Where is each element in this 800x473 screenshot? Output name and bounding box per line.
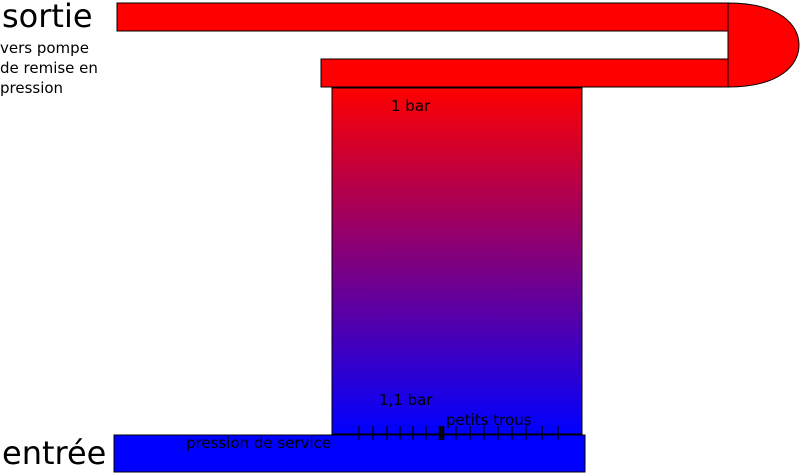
small-holes-label: petits trous — [446, 411, 532, 429]
bottom-pressure-label: 1,1 bar — [379, 391, 433, 409]
outlet-note: vers pompe de remise en pression — [0, 38, 130, 98]
inlet-pipe — [113, 434, 586, 473]
service-pressure-label: pression de service — [186, 434, 332, 452]
outlet-pipe-lower — [320, 58, 729, 88]
pressure-column — [331, 87, 583, 435]
outlet-pipe-upper — [116, 2, 729, 32]
outlet-note-line-2: de remise en — [0, 59, 98, 77]
outlet-label: sortie — [2, 0, 93, 35]
small-holes-marks — [358, 426, 559, 440]
inlet-label: entrée — [2, 434, 107, 472]
outlet-note-line-1: vers pompe — [0, 39, 89, 57]
outlet-note-line-3: pression — [0, 79, 64, 97]
outlet-pipe-bend — [727, 2, 800, 88]
top-pressure-label: 1 bar — [391, 97, 431, 115]
